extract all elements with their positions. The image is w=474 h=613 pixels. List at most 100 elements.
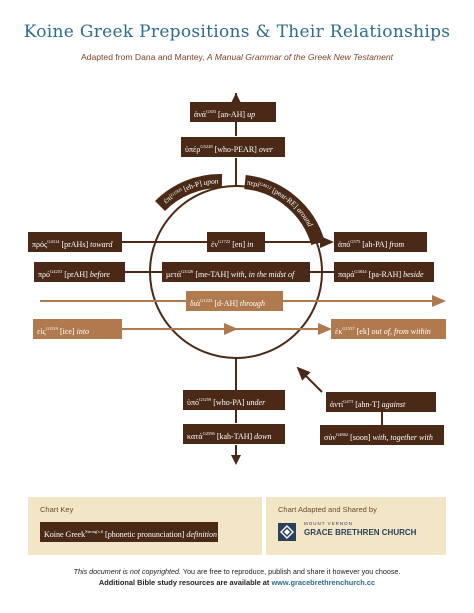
box-pro: πρόG4253 [prAH] before	[34, 262, 125, 282]
ek-strongs: G1537	[342, 326, 355, 331]
apo-pron: [ah-PA]	[362, 240, 388, 249]
ek-def: out of, from within	[371, 327, 431, 336]
anti-strongs: G473	[343, 399, 354, 404]
kata-pron: [kah-TAH]	[216, 432, 253, 441]
chart-key-label: Chart Key	[40, 505, 74, 514]
hupo-strongs: G5259	[199, 397, 212, 402]
dia-pron: [d-AH]	[214, 299, 238, 308]
kata-greek: κατά	[187, 432, 203, 441]
resources-text: Additional Bible study resources are ava…	[98, 578, 272, 587]
box-pros: πρόςG4314 [prAHs] toward	[28, 232, 122, 252]
box-dia: διάG1223 [d-AH] through	[186, 291, 283, 311]
copyright-notice-rest: You are free to reproduce, publish and s…	[181, 567, 401, 576]
pros-strongs: G4314	[47, 239, 60, 244]
box-en: ἐνG1722 [en] in	[207, 232, 265, 252]
box-anti: ἀντίG473 [ahn-T] against	[326, 392, 436, 412]
chart-key-panel: Chart Key Koine GreekStrong's # [phoneti…	[28, 497, 262, 555]
meta-greek: μετά	[166, 270, 182, 279]
meta-strongs: G3326	[181, 269, 194, 274]
box-huper: ὑπέρG5228 [who-PEAR] over	[181, 137, 285, 157]
sun-strongs: G4862	[335, 432, 349, 437]
pro-strongs: G4253	[50, 269, 63, 274]
website-link[interactable]: www.gracebrethrenchurch.cc	[271, 578, 376, 587]
box-sun: σύνG4862 [soon] with, together with	[320, 425, 444, 445]
ana-greek: ἀνά	[194, 110, 206, 119]
ana-pron: [an-AH]	[218, 110, 246, 119]
box-meta: μετάG3326 [me-TAH] with, in the midst of	[162, 262, 310, 282]
eis-strongs: G1519	[45, 326, 58, 331]
huper-def: over	[258, 145, 274, 154]
para-greek: παρά	[338, 270, 355, 279]
ana-strongs: G303	[206, 109, 216, 114]
dia-greek: διά	[190, 299, 201, 308]
pros-pron: [prAHs]	[61, 240, 89, 249]
box-apo: ἀπόG575 [ah-PA] from	[334, 232, 427, 252]
en-pron: [en]	[232, 240, 246, 249]
apo-strongs: G575	[350, 239, 361, 244]
en-def: in	[247, 240, 254, 249]
arrow-down-head	[231, 455, 241, 465]
subtitle-book: A Manual Grammar of the Greek New Testam…	[206, 52, 394, 62]
epi-strongs: G1909	[170, 187, 184, 198]
en-greek: ἐν	[211, 240, 218, 249]
sun-def: with, together with	[372, 433, 433, 442]
kata-def: down	[254, 432, 272, 441]
anti-pron: [ahn-T]	[355, 400, 380, 409]
para-strongs: G3844	[354, 269, 367, 274]
epi-greek: ἐπί	[161, 193, 174, 206]
anti-greek: ἀντί	[330, 400, 344, 409]
copyright-notice: This document is not copyrighted. You ar…	[0, 567, 474, 576]
peri-strongs: G4012	[259, 181, 272, 190]
arrow-up-head	[231, 93, 241, 103]
key-greek: Koine Greek	[44, 530, 86, 539]
box-kata: κατάG2596 [kah-TAH] down	[183, 424, 285, 444]
box-ek: ἐκG1537 [ek] out of, from within	[331, 319, 446, 339]
ek-pron: [ek]	[356, 327, 370, 336]
key-def: definition	[186, 530, 218, 539]
pros-greek: πρός	[32, 240, 48, 249]
eis-def: into	[76, 327, 90, 336]
eis-pron: [ice]	[59, 327, 75, 336]
ana-def: up	[247, 110, 256, 119]
peri-arc-label: περίG4012[pear-RE]around	[246, 178, 315, 229]
hupo-def: under	[246, 398, 266, 407]
huper-strongs: G5228	[200, 144, 213, 149]
epi-arc-band	[155, 174, 223, 212]
sun-greek: σύν	[324, 433, 336, 442]
resources-line: Additional Bible study resources are ava…	[0, 578, 474, 587]
epi-def: upon	[203, 176, 219, 187]
church-location: MOUNT VERNON	[304, 521, 353, 526]
apo-def: from	[389, 240, 405, 249]
eis-greek: εἰς	[37, 327, 46, 336]
dia-def: through	[239, 299, 265, 308]
church-name: GRACE BRETHREN CHURCH	[304, 528, 417, 537]
huper-greek: ὑπέρ	[185, 145, 201, 154]
church-logo-mark	[280, 525, 294, 539]
para-pron: [pa-RAH]	[368, 270, 402, 279]
peri-arc-band	[244, 175, 325, 246]
en-strongs: G1722	[217, 239, 231, 244]
key-strongs: Strong's #	[85, 529, 104, 534]
shared-by-label: Chart Adapted and Shared by	[278, 505, 377, 514]
box-para: παράG3844 [pa-RAH] beside	[334, 262, 434, 282]
hupo-greek: ὑπό	[187, 398, 199, 407]
box-hupo: ὑπόG5259 [who-PA] under	[183, 390, 285, 410]
arrow-against	[296, 366, 323, 393]
pro-greek: πρό	[38, 270, 51, 279]
key-pron: [phonetic pronunciation]	[105, 530, 185, 539]
peri-greek: περί	[246, 178, 260, 189]
box-eis: εἰςG1519 [ice] into	[33, 319, 122, 339]
copyright-notice-italic: This document is not copyrighted.	[73, 567, 182, 576]
chart-key-sample: Koine GreekStrong's # [phonetic pronunci…	[40, 522, 218, 542]
meta-def: with, in the midst of	[230, 270, 295, 279]
pros-def: toward	[90, 240, 113, 249]
pro-pron: [prAH]	[64, 270, 88, 279]
box-ana: ἀνάG303 [an-AH] up	[190, 102, 276, 122]
kata-strongs: G2596	[202, 431, 215, 436]
hupo-pron: [who-PA]	[213, 398, 245, 407]
pro-def: before	[89, 270, 110, 279]
subtitle-prefix: Adapted from Dana and Mantey,	[80, 52, 207, 62]
ek-greek: ἐκ	[335, 327, 343, 336]
page-subtitle: Adapted from Dana and Mantey, A Manual G…	[0, 52, 474, 62]
